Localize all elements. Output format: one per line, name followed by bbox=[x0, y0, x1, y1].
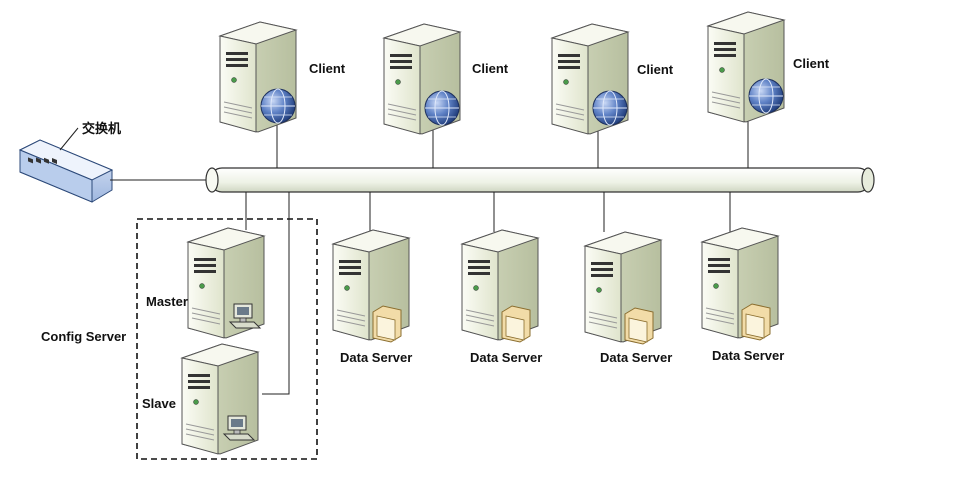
data-server-3 bbox=[584, 231, 662, 345]
data-server-label-1: Data Server bbox=[340, 350, 413, 365]
slave-label: Slave bbox=[142, 396, 176, 411]
data-server-label-4: Data Server bbox=[712, 348, 785, 363]
data-server-1 bbox=[332, 229, 410, 343]
slave-server bbox=[181, 343, 259, 455]
master-label: Master bbox=[146, 294, 188, 309]
data-server-label-2: Data Server bbox=[470, 350, 543, 365]
network-bus bbox=[205, 167, 875, 193]
master-server bbox=[187, 227, 265, 339]
config-server-group bbox=[136, 218, 318, 460]
network-switch-icon bbox=[18, 139, 114, 203]
config-server-label: Config Server bbox=[41, 329, 127, 344]
switch-label: 交换机 bbox=[82, 121, 122, 136]
data-server-2 bbox=[461, 229, 539, 343]
data-server-4 bbox=[701, 227, 779, 341]
client-server-4 bbox=[707, 11, 785, 123]
switch-label-leader bbox=[59, 127, 79, 151]
client-server-1 bbox=[219, 21, 297, 133]
client-label-3: Client bbox=[637, 62, 674, 77]
client-server-2 bbox=[383, 23, 461, 135]
client-label-2: Client bbox=[472, 61, 509, 76]
client-label-1: Client bbox=[309, 61, 346, 76]
data-server-label-3: Data Server bbox=[600, 350, 673, 365]
client-label-4: Client bbox=[793, 56, 830, 71]
client-server-3 bbox=[551, 23, 629, 135]
